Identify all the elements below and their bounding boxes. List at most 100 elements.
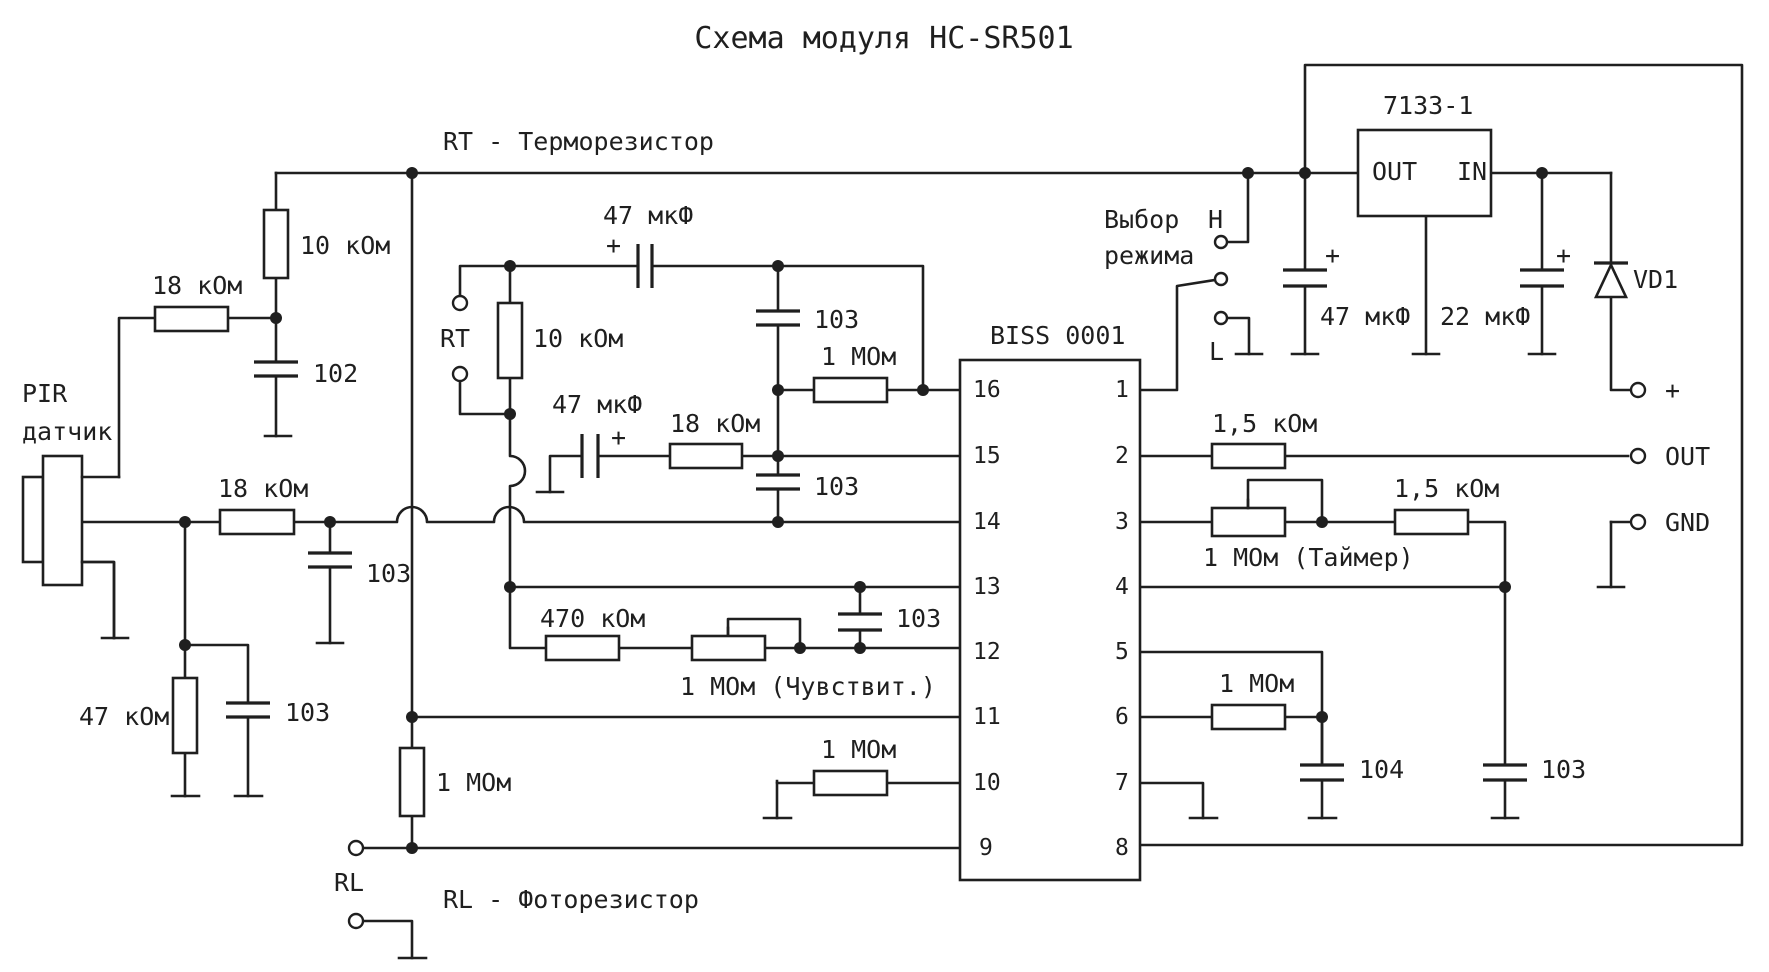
pin-1: 1 (1115, 377, 1129, 403)
plus-mark-47uf-reg: + (1325, 241, 1340, 270)
label-c-103-d: 103 (1541, 755, 1586, 784)
pin-4: 4 (1115, 574, 1129, 600)
rt-terminal-top (451, 294, 469, 312)
rl-label: RL (334, 868, 364, 897)
potentiometer-timer (1210, 506, 1287, 538)
label-c-47uf-reg: 47 мкФ (1320, 302, 1410, 331)
capacitor-47uf-pin15 (580, 434, 600, 478)
terminals (347, 234, 1647, 930)
regulator-out-label: OUT (1372, 157, 1417, 186)
mode-h-label: H (1208, 205, 1223, 234)
pir-label-line1: PIR (22, 379, 68, 408)
capacitor-103-b (756, 473, 800, 491)
rt-note: RT - Терморезистор (443, 127, 714, 156)
capacitor-102 (254, 360, 298, 378)
output-terminal-gnd (1629, 513, 1647, 531)
label-r-1m-10: 1 МОм (821, 735, 896, 764)
mode-l-label: L (1209, 337, 1224, 366)
resistor-1m-pin10 (812, 769, 889, 797)
output-terminal-out (1629, 447, 1647, 465)
mode-label-line2: режима (1104, 241, 1194, 270)
plus-mark-47uf-top: + (606, 231, 621, 260)
pin-7: 7 (1115, 770, 1129, 796)
chip-label: BISS 0001 (990, 321, 1125, 350)
pin-6: 6 (1115, 704, 1129, 730)
diagram-title: Схема модуля HC-SR501 (694, 21, 1073, 56)
label-c-pir-mid: 103 (366, 559, 411, 588)
label-r-top: 10 кОм (300, 231, 390, 260)
rl-terminal-top (347, 839, 365, 857)
regulator-7133-1 (1356, 128, 1493, 218)
label-c-103-c: 103 (896, 604, 941, 633)
mode-terminal-h (1213, 234, 1229, 250)
ground-symbols (100, 352, 1626, 960)
label-c-103-a: 103 (814, 305, 859, 334)
capacitor-47uf-reg (1283, 268, 1327, 288)
pin-3: 3 (1115, 509, 1129, 535)
capacitor-103-c (838, 612, 882, 632)
plus-mark-22uf-reg: + (1556, 241, 1571, 270)
pin-9: 9 (979, 835, 993, 861)
label-r-1k5-a: 1,5 кОм (1212, 409, 1317, 438)
label-pot-sens: 1 МОм (Чувствит.) (680, 672, 936, 701)
rl-terminal-bottom (347, 912, 365, 930)
output-terminal-plus (1629, 381, 1647, 399)
diode-label: VD1 (1633, 265, 1678, 294)
resistor-10k-top (262, 208, 290, 280)
label-cap-47uf-b: 47 мкФ (552, 390, 642, 419)
resistor-18k-pir-top (153, 305, 230, 333)
capacitor-22uf-reg (1520, 268, 1564, 288)
capacitor-47uf-top (636, 244, 654, 288)
label-c-22uf-reg: 22 мкФ (1440, 302, 1530, 331)
label-c-103-b: 103 (814, 472, 859, 501)
label-r-rt: 10 кОм (533, 324, 623, 353)
pin-8: 8 (1115, 835, 1129, 861)
pir-sensor (21, 454, 121, 640)
label-r-18k-15: 18 кОм (670, 409, 760, 438)
output-gnd-label: GND (1665, 508, 1710, 537)
regulator-in-label: IN (1457, 157, 1487, 186)
mode-label-line1: Выбор (1104, 205, 1179, 234)
pin-11: 11 (973, 704, 1001, 730)
output-out-label: OUT (1665, 442, 1710, 471)
label-c-47k: 103 (285, 698, 330, 727)
rl-note: RL - Фоторезистор (443, 885, 699, 914)
pin-15: 15 (973, 443, 1001, 469)
pin-2: 2 (1115, 443, 1129, 469)
plus-mark-47uf-pin15: + (611, 423, 626, 452)
label-c-104: 104 (1359, 755, 1404, 784)
label-r-1m-11: 1 МОм (436, 768, 511, 797)
capacitors (226, 244, 1564, 782)
label-c-pir-top: 102 (313, 359, 358, 388)
label-r-1k5-b: 1,5 кОм (1394, 474, 1499, 503)
label-pot-timer: 1 МОм (Таймер) (1203, 543, 1414, 572)
resistor-1k5-pin3 (1393, 508, 1470, 536)
pin-13: 13 (973, 574, 1001, 600)
mode-terminal-com (1213, 271, 1229, 287)
label-r-1m-6: 1 МОм (1219, 669, 1294, 698)
rt-label: RT (440, 324, 470, 353)
pir-label-line2: датчик (22, 417, 112, 446)
capacitor-103-d (1483, 763, 1527, 782)
pin-14: 14 (973, 509, 1001, 535)
resistor-1m-pin16 (812, 376, 889, 404)
resistor-18k-pin15 (668, 442, 744, 470)
capacitor-103-a (756, 309, 800, 327)
junctions (179, 167, 1548, 854)
potentiometer-sensitivity (690, 634, 767, 662)
label-r-pir-mid: 18 кОм (218, 474, 308, 503)
resistor-10k-rt (496, 301, 524, 380)
pin-12: 12 (973, 639, 1001, 665)
label-r-1m-16: 1 МОм (821, 342, 896, 371)
label-cap-47uf-a: 47 мкФ (603, 201, 693, 230)
pin-10: 10 (973, 770, 1001, 796)
resistor-1k5-out (1210, 442, 1287, 470)
output-plus-label: + (1665, 376, 1680, 405)
resistor-18k-pir-mid (218, 508, 296, 536)
label-r-47k: 47 кОм (79, 702, 169, 731)
resistor-1m-pin11 (398, 746, 426, 818)
label-r-pir-top: 18 кОм (152, 271, 242, 300)
rt-terminal-bottom (451, 365, 469, 383)
mode-terminal-l (1213, 310, 1229, 326)
